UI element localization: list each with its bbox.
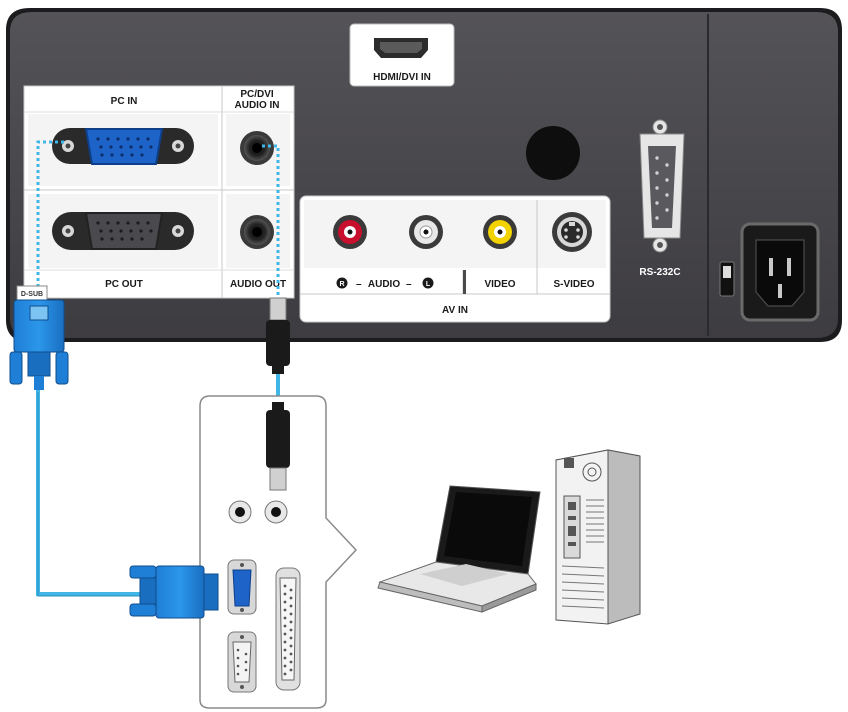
vga-cable xyxy=(36,140,140,597)
pc-vga-port-2 xyxy=(227,631,257,693)
audio-l-jack xyxy=(409,215,443,249)
svg-text:–: – xyxy=(406,279,412,290)
audio-out-jack xyxy=(240,215,274,249)
audio-plug-bottom xyxy=(266,402,290,491)
hdmi-dvi-in-label: HDMI/DVI IN xyxy=(373,72,431,83)
audio-in-label: AUDIO IN xyxy=(235,100,280,111)
video-label: VIDEO xyxy=(484,279,515,290)
s-video-label: S-VIDEO xyxy=(553,279,594,290)
pc-vga-port xyxy=(227,559,257,615)
desktop-tower-icon xyxy=(555,449,641,625)
pc-out-vga-port xyxy=(52,212,194,250)
laptop-icon xyxy=(377,485,541,613)
s-video-port xyxy=(552,212,592,252)
vga-connector-top: D-SUB xyxy=(9,285,69,390)
rs232c-label: RS-232C xyxy=(639,267,680,278)
pc-dvi-label: PC/DVI xyxy=(240,89,274,100)
svg-text:–: – xyxy=(356,279,362,290)
mount-hole xyxy=(526,126,580,180)
rs232c-port: RS-232C xyxy=(639,119,685,278)
power-socket-icon xyxy=(755,239,805,307)
audio-plug-top xyxy=(266,297,290,374)
power-switch xyxy=(719,261,735,297)
audio-r-label: R xyxy=(339,281,344,288)
audio-jack-icon xyxy=(271,507,281,517)
audio-label: AUDIO xyxy=(368,279,400,290)
pc-out-label: PC OUT xyxy=(105,279,143,290)
audio-out-label: AUDIO OUT xyxy=(230,279,286,290)
audio-r-jack xyxy=(333,215,367,249)
pc-parallel-port xyxy=(275,567,301,691)
pc-audio-jacks xyxy=(228,500,288,524)
serial-port-icon xyxy=(648,146,676,228)
pc-rear-panel xyxy=(199,395,358,709)
pc-ports-panel: PC IN PC/DVI AUDIO IN PC OUT AUDIO OUT xyxy=(23,85,295,299)
av-in-label: AV IN xyxy=(442,305,468,316)
video-jack xyxy=(483,215,517,249)
hdmi-dvi-in-port: HDMI/DVI IN xyxy=(349,23,455,87)
power-socket xyxy=(740,222,820,322)
pc-dvi-audio-in-jack xyxy=(240,131,274,165)
audio-jack-icon xyxy=(235,507,245,517)
vga-port-icon xyxy=(232,569,252,607)
audio-l-label: L xyxy=(426,281,431,288)
pc-in-vga-port xyxy=(52,128,194,165)
cable-tag-label: D-SUB xyxy=(21,291,43,298)
pc-in-label: PC IN xyxy=(111,96,138,107)
vga-connector-bottom xyxy=(129,565,219,619)
av-in-labels: R – AUDIO – L VIDEO S-VIDEO AV IN xyxy=(336,277,595,316)
